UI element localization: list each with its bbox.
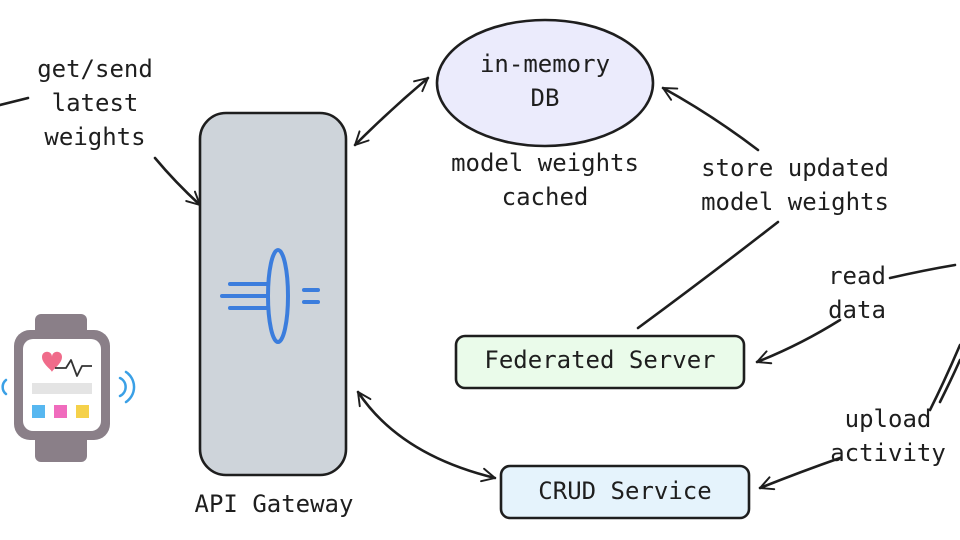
- read-data-line: [888, 263, 957, 280]
- gateway-db-arrow: [353, 76, 430, 147]
- smartwatch-icon: [1, 314, 136, 462]
- api-gateway-label: API Gateway: [194, 490, 354, 518]
- crud-service-box[interactable]: [499, 464, 751, 520]
- federated-server-box[interactable]: [454, 334, 746, 390]
- db-title-line2: DB: [530, 84, 560, 112]
- api-gateway-box[interactable]: [198, 111, 348, 477]
- get-send-arrow: [153, 156, 202, 207]
- store-updated-line: [636, 220, 780, 330]
- store-updated-arrow: [661, 86, 760, 152]
- crud-service-label: CRUD Service: [538, 477, 712, 505]
- store-updated-label: store updated model weights: [701, 154, 889, 216]
- gateway-arrows-icon: [220, 248, 320, 344]
- upload-activity-arrow: [758, 456, 842, 491]
- upload-activity-label: upload activity: [830, 405, 946, 467]
- right-edge-line-1: [928, 343, 960, 412]
- in-memory-db-node[interactable]: [435, 18, 655, 148]
- read-data-arrow: [755, 318, 842, 365]
- left-stub-line: [0, 96, 30, 107]
- gateway-crud-arrow: [356, 390, 497, 483]
- right-edge-line-2: [938, 358, 960, 404]
- db-title-line1: in-memory: [479, 50, 611, 78]
- model-weights-cached-label: model weights cached: [451, 149, 639, 211]
- read-data-label: read data: [828, 262, 886, 324]
- get-send-label: get/send latest weights: [37, 55, 153, 151]
- federated-server-label: Federated Server: [484, 346, 716, 374]
